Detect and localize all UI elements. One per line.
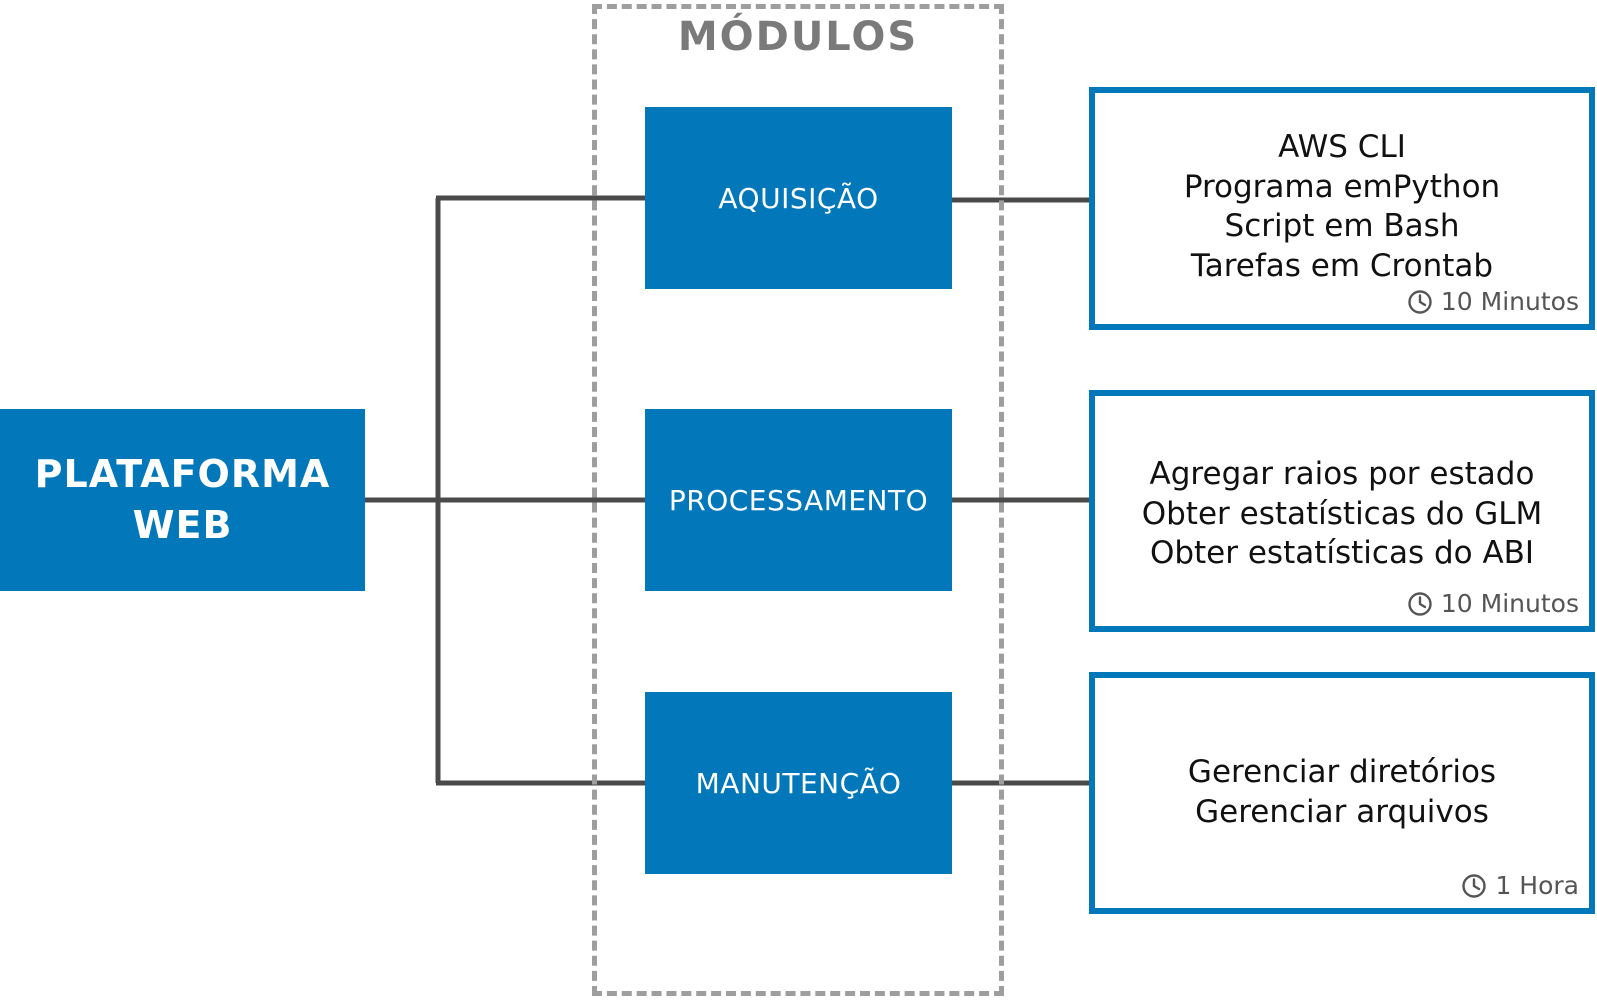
clock-icon (1462, 873, 1487, 898)
interval-text: 10 Minutos (1440, 287, 1579, 316)
detail-item: Tarefas em Crontab (1190, 247, 1494, 284)
detail-item: AWS CLI (1278, 129, 1406, 165)
detail-box-processamento: Agregar raios por estado Obter estatísti… (1089, 390, 1595, 632)
interval-processamento: 10 Minutos (1407, 589, 1579, 618)
detail-item: Gerenciar diretórios (1187, 754, 1497, 790)
modules-title: MÓDULOS (677, 14, 919, 60)
clock-icon (1408, 289, 1432, 314)
detail-list-manutencao: Gerenciar diretórios Gerenciar arquivos (1095, 753, 1589, 832)
clock-icon (1408, 591, 1432, 616)
modules-group-frame (592, 4, 1004, 996)
module-label-processamento: PROCESSAMENTO (668, 483, 929, 517)
detail-list-aquisicao: AWS CLI Programa emPython Script em Bash… (1095, 128, 1589, 286)
interval-manutencao: 1 Hora (1461, 871, 1579, 900)
module-box-manutencao: MANUTENÇÃO (645, 692, 952, 874)
interval-text: 10 Minutos (1440, 589, 1579, 618)
detail-box-manutencao: Gerenciar diretórios Gerenciar arquivos … (1089, 672, 1595, 914)
platform-label-line1: PLATAFORMA (34, 452, 331, 496)
detail-item: Agregar raios por estado (1149, 456, 1535, 492)
module-label-aquisicao: AQUISIÇÃO (718, 181, 879, 215)
interval-text: 1 Hora (1495, 871, 1579, 900)
detail-item: Script em Bash (1224, 208, 1460, 244)
module-label-manutencao: MANUTENÇÃO (695, 766, 902, 800)
platform-label-line2: WEB (132, 503, 233, 547)
platform-web-box: PLATAFORMA WEB (0, 409, 365, 591)
module-box-processamento: PROCESSAMENTO (645, 409, 952, 591)
detail-box-aquisicao: AWS CLI Programa emPython Script em Bash… (1089, 87, 1595, 330)
module-box-aquisicao: AQUISIÇÃO (645, 107, 952, 289)
detail-item: Obter estatísticas do ABI (1149, 535, 1535, 571)
detail-list-processamento: Agregar raios por estado Obter estatísti… (1095, 455, 1589, 574)
detail-item: Programa emPython (1183, 168, 1501, 205)
detail-item: Gerenciar arquivos (1195, 793, 1489, 830)
interval-aquisicao: 10 Minutos (1407, 287, 1579, 316)
detail-item: Obter estatísticas do GLM (1141, 495, 1543, 532)
